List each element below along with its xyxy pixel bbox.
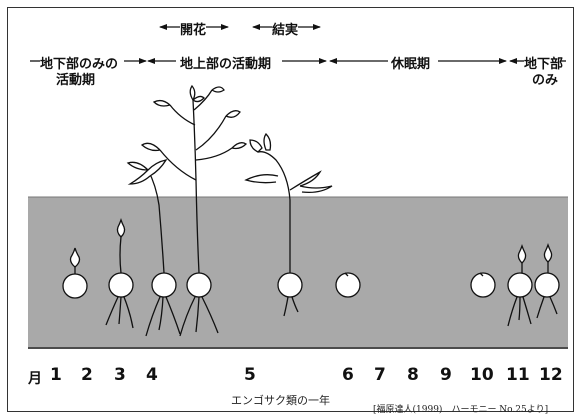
plant-drawings bbox=[62, 84, 560, 337]
dormant-label: 休眠期 bbox=[391, 57, 431, 72]
aboveground-active-label: 地上部の活動期 bbox=[180, 57, 272, 72]
month-tick-1: 1 bbox=[50, 365, 62, 385]
plant-month-6 bbox=[335, 272, 361, 298]
roots bbox=[179, 296, 219, 337]
roots bbox=[105, 296, 134, 329]
month-tick-2: 2 bbox=[81, 365, 93, 385]
month-axis-label: 月 bbox=[28, 371, 42, 387]
plant-month-5-fruiting bbox=[244, 132, 333, 317]
month-tick-7: 7 bbox=[374, 365, 386, 385]
underground-active-label-line1: 地下部のみの bbox=[40, 57, 119, 72]
flowering-label: 開花 bbox=[180, 23, 207, 38]
leaves bbox=[140, 86, 248, 152]
leaves bbox=[126, 159, 168, 185]
month-tick-12: 12 bbox=[539, 365, 563, 385]
phase-arrows bbox=[30, 24, 566, 64]
tuber bbox=[507, 272, 533, 298]
plant-month-3 bbox=[105, 217, 134, 329]
figure-caption: エンゴサク類の一年 bbox=[231, 394, 330, 407]
month-tick-6: 6 bbox=[342, 365, 354, 385]
month-tick-5: 5 bbox=[244, 365, 256, 385]
tuber bbox=[62, 273, 88, 299]
roots bbox=[507, 296, 532, 327]
plant-month-12 bbox=[534, 242, 560, 319]
tuber bbox=[470, 272, 496, 298]
sprout-bud bbox=[543, 242, 553, 263]
month-tick-8: 8 bbox=[407, 365, 419, 385]
seed-pods bbox=[249, 132, 272, 153]
underground-only-label-line2: のみ bbox=[532, 73, 559, 88]
month-tick-9: 9 bbox=[440, 365, 452, 385]
sprout-bud bbox=[116, 217, 126, 238]
tuber bbox=[186, 272, 212, 298]
tuber bbox=[277, 272, 303, 298]
month-tick-3: 3 bbox=[114, 365, 126, 385]
diagram-frame bbox=[7, 7, 574, 412]
plant-month-4 bbox=[126, 159, 181, 337]
underground-active-label-line2: 活動期 bbox=[56, 73, 96, 88]
sprout-bud bbox=[69, 247, 81, 268]
month-tick-4: 4 bbox=[146, 365, 158, 385]
tuber bbox=[108, 272, 134, 298]
plant-month-5-flowering bbox=[140, 84, 248, 337]
roots bbox=[283, 296, 299, 317]
branches bbox=[159, 89, 233, 181]
flowers bbox=[189, 84, 205, 103]
source-citation: [福原達人(1999) ハーモニー No.25より] bbox=[373, 405, 549, 415]
tuber bbox=[335, 272, 361, 298]
soil-region bbox=[28, 197, 568, 347]
tuber bbox=[151, 272, 177, 298]
fruiting-label: 結実 bbox=[272, 23, 299, 38]
tuber bbox=[534, 272, 560, 298]
roots bbox=[536, 296, 558, 319]
plant-month-11 bbox=[507, 243, 533, 327]
roots bbox=[145, 296, 181, 337]
leaves bbox=[244, 170, 333, 194]
plant-month-2 bbox=[62, 247, 88, 299]
plant-month-10 bbox=[470, 272, 496, 298]
month-tick-10: 10 bbox=[470, 365, 494, 385]
month-tick-11: 11 bbox=[506, 365, 530, 385]
underground-only-label-line1: 地下部 bbox=[524, 57, 564, 72]
sprout-bud bbox=[517, 243, 527, 264]
